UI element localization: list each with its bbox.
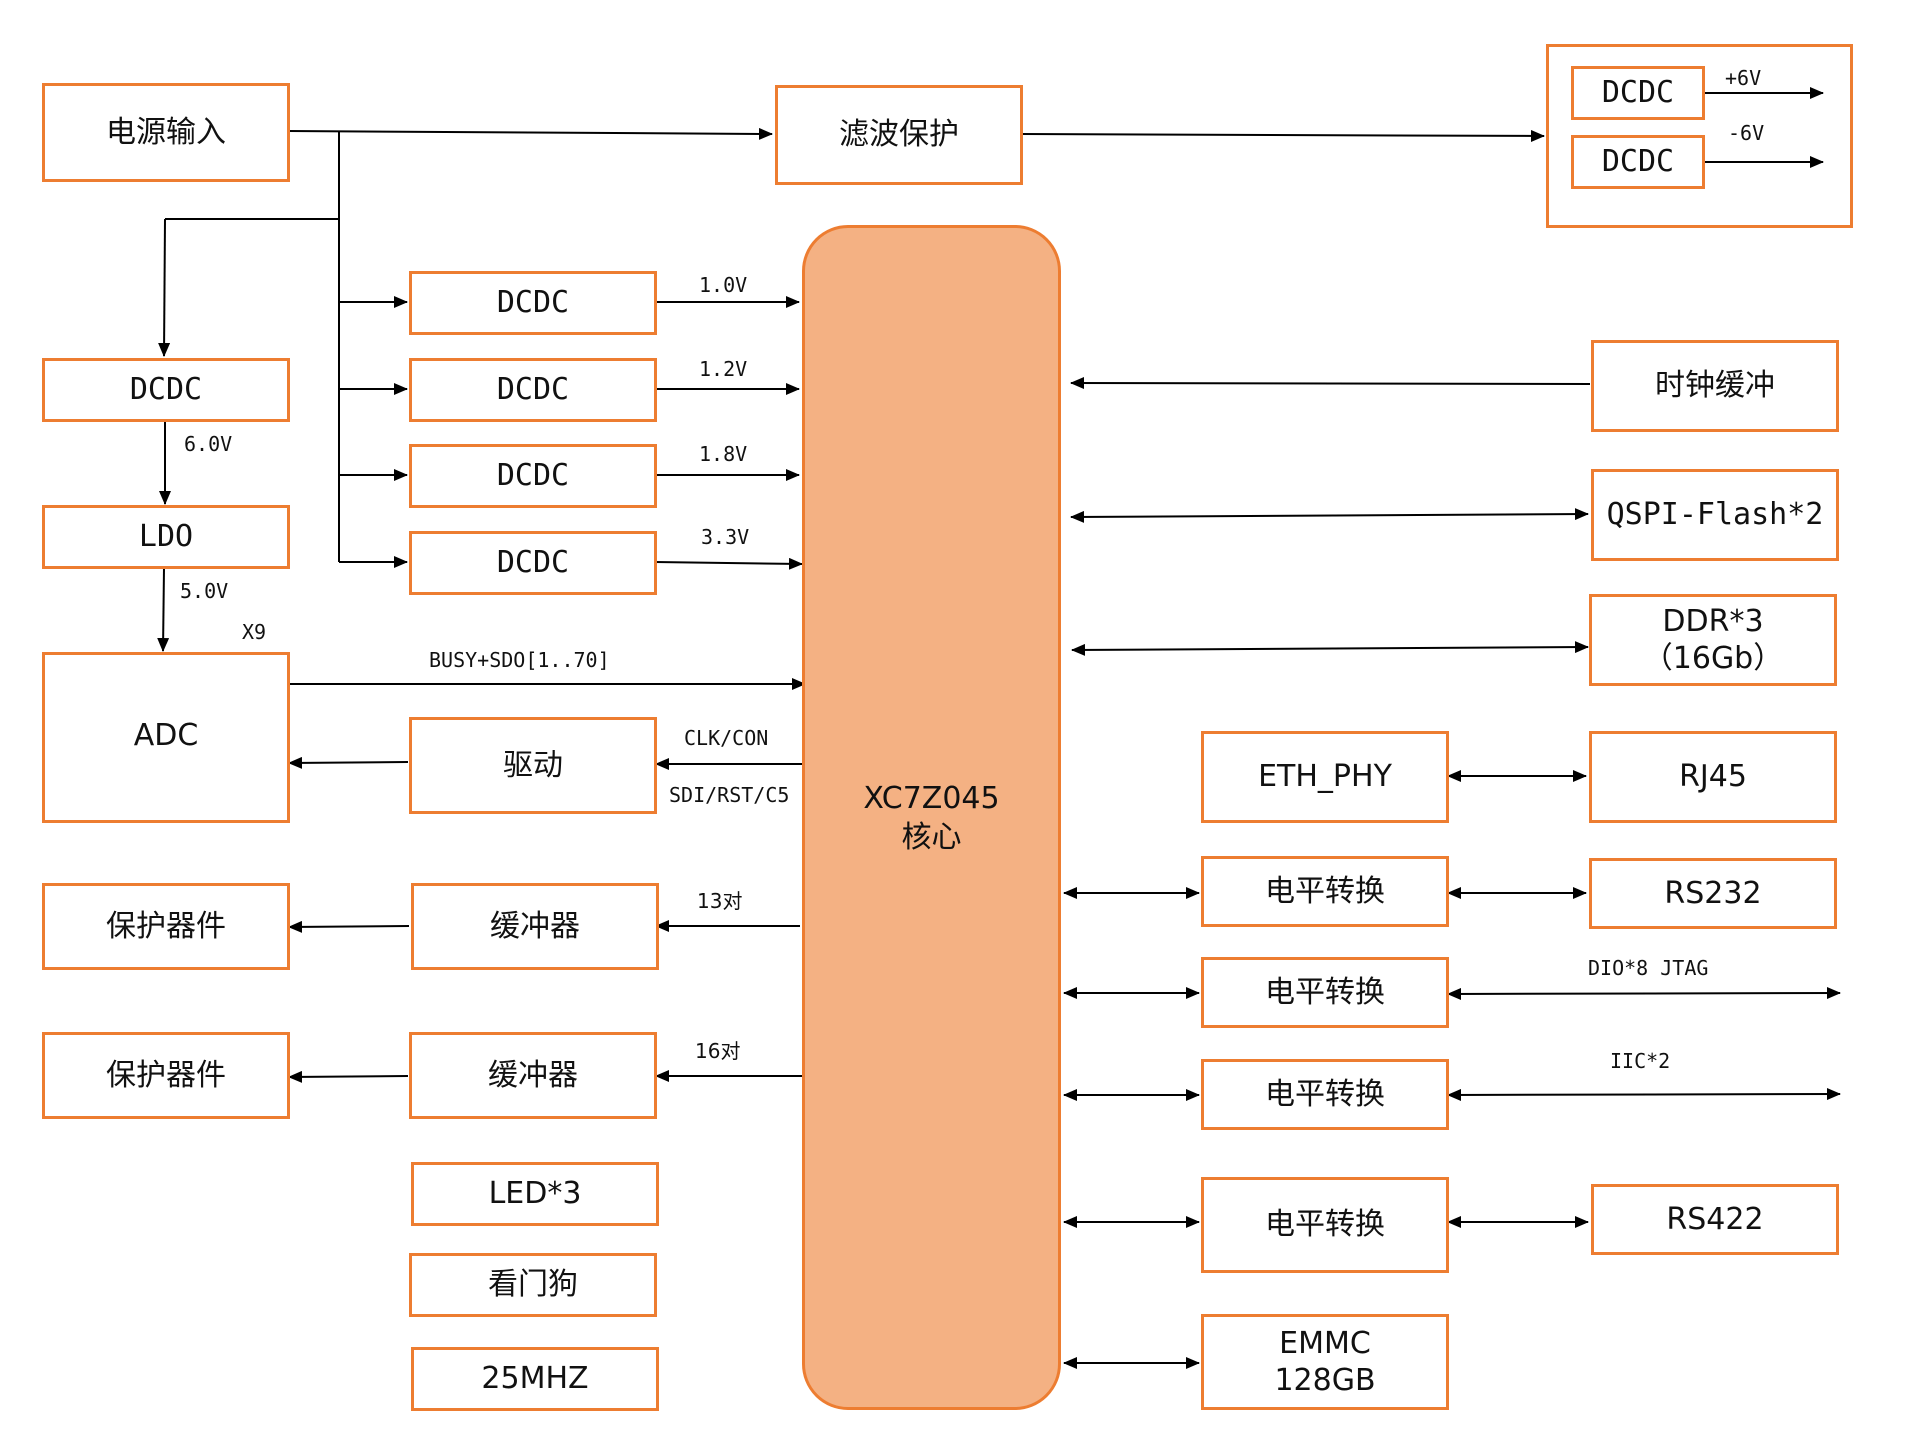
ddr-size-label: （16Gb） [1642, 641, 1784, 676]
ddr-count-label: DDR*3 [1662, 603, 1764, 639]
pos6v-label: +6V [1725, 66, 1762, 90]
rs422-block: RS422 [1591, 1184, 1839, 1255]
dcdc-neg6v-label: DCDC [1601, 144, 1675, 180]
dio-jtag-label: DIO*8 JTAG [1588, 956, 1709, 980]
wire-to-left-dcdc-v [158, 218, 171, 357]
watchdog-label: 看门狗 [488, 1267, 578, 1303]
protect-device-label-1: 保护器件 [106, 908, 226, 944]
wire-ldo-to-adc [157, 567, 170, 652]
dcdc-1v2-block: DCDC [409, 358, 657, 422]
ldo-label: LDO [138, 519, 194, 555]
buffer-16-block: 缓冲器 [409, 1032, 657, 1119]
busy-sdo-label: BUSY+SDO[1..70] [429, 648, 610, 672]
dcdc-1v8-block: DCDC [409, 444, 657, 508]
level-shifter-label-1: 电平转换 [1265, 873, 1385, 909]
level-shifter-block-2: 电平转换 [1201, 957, 1449, 1028]
wire-clock-to-core [1070, 377, 1591, 390]
adc-count-label: X9 [242, 620, 267, 644]
iic-label: IIC*2 [1610, 1049, 1671, 1073]
dcdc-left-block: DCDC [42, 358, 290, 422]
dcdc-pos6v-block: DCDC [1571, 66, 1705, 120]
dcdc-pos6v-label: DCDC [1601, 75, 1675, 111]
rs232-label: RS232 [1664, 875, 1762, 911]
power-input-block: 电源输入 [42, 83, 290, 182]
protect-device-label-2: 保护器件 [106, 1057, 226, 1093]
emmc-type-label: EMMC [1279, 1325, 1371, 1361]
wire-level-3-iic [1447, 1088, 1841, 1101]
pairs-16-label: 16对 [695, 1039, 741, 1063]
core-role-label: 核心 [901, 819, 962, 855]
rj45-block: RJ45 [1589, 731, 1837, 823]
wire-filter-to-dcdc-frame [1020, 129, 1545, 142]
dcdc-1v8-label: DCDC [496, 458, 570, 494]
filter-protect-label: 滤波保护 [839, 117, 959, 153]
dcdc-1v2-label: DCDC [496, 372, 570, 408]
dcdc-3v3-block: DCDC [409, 531, 657, 595]
level-shifter-label-4: 电平转换 [1265, 1207, 1385, 1243]
qspi-flash-block: QSPI-Flash*2 [1591, 469, 1839, 561]
dcdc-left-label: DCDC [129, 372, 203, 408]
oscillator-label: 25MHZ [481, 1361, 589, 1397]
driver-label: 驱动 [503, 747, 563, 783]
level-shifter-block-1: 电平转换 [1201, 856, 1449, 927]
wire-ddr-core [1071, 641, 1589, 656]
voltage-1v0-label: 1.0V [699, 273, 748, 297]
wire-driver-to-adc [288, 756, 409, 769]
adc-label: ADC [133, 718, 199, 753]
rs232-block: RS232 [1589, 858, 1837, 929]
dcdc-group-frame [1546, 44, 1853, 228]
rs422-label: RS422 [1666, 1201, 1764, 1237]
neg6v-label: -6V [1728, 121, 1765, 145]
voltage-5v0-label: 5.0V [180, 579, 229, 603]
voltage-1v2-label: 1.2V [699, 357, 748, 381]
led-label: LED*3 [488, 1176, 582, 1212]
emmc-block: EMMC 128GB [1201, 1314, 1449, 1410]
sdi-rst-label: SDI/RST/C5 [669, 783, 790, 807]
oscillator-block: 25MHZ [411, 1347, 659, 1411]
voltage-1v8-label: 1.8V [699, 442, 748, 466]
wire-power-to-filter [287, 127, 773, 140]
wire-3v3-to-core [654, 557, 803, 570]
filter-protect-block: 滤波保护 [775, 85, 1023, 185]
rj45-label: RJ45 [1679, 759, 1747, 795]
clock-buffer-label: 时钟缓冲 [1655, 368, 1775, 404]
dcdc-1v0-block: DCDC [409, 271, 657, 335]
core-model-label: XC7Z045 [863, 780, 1000, 816]
buffer-16-label: 缓冲器 [488, 1057, 578, 1093]
protect-device-block-1: 保护器件 [42, 883, 290, 970]
voltage-3v3-label: 3.3V [701, 525, 750, 549]
clk-con-label: CLK/CON [684, 726, 769, 750]
wire-buffer-13-to-protect [288, 920, 410, 933]
clock-buffer-block: 时钟缓冲 [1591, 340, 1839, 432]
level-shifter-label-3: 电平转换 [1265, 1076, 1385, 1112]
watchdog-block: 看门狗 [409, 1253, 657, 1317]
qspi-flash-label: QSPI-Flash*2 [1606, 497, 1824, 533]
protect-device-block-2: 保护器件 [42, 1032, 290, 1119]
eth-phy-label: ETH_PHY [1258, 759, 1392, 795]
ldo-block: LDO [42, 505, 290, 569]
xc7z045-core: XC7Z045 核心 [802, 225, 1061, 1410]
level-shifter-block-3: 电平转换 [1201, 1059, 1449, 1130]
eth-phy-block: ETH_PHY [1201, 731, 1449, 823]
driver-block: 驱动 [409, 717, 657, 814]
dcdc-neg6v-block: DCDC [1571, 135, 1705, 189]
pairs-13-label: 13对 [697, 889, 743, 913]
dcdc-3v3-label: DCDC [496, 545, 570, 581]
wire-qspi-core [1070, 508, 1589, 523]
buffer-13-label: 缓冲器 [490, 908, 580, 944]
voltage-6v0-label: 6.0V [184, 432, 233, 456]
power-input-label: 电源输入 [106, 114, 226, 150]
wire-buffer-16-to-protect [288, 1070, 409, 1083]
led-block: LED*3 [411, 1162, 659, 1226]
wire-level-2-dio [1447, 987, 1841, 1000]
ddr-block: DDR*3 （16Gb） [1589, 594, 1837, 686]
emmc-size-label: 128GB [1274, 1363, 1376, 1398]
level-shifter-label-2: 电平转换 [1265, 974, 1385, 1010]
adc-block: ADC [42, 652, 290, 823]
buffer-13-block: 缓冲器 [411, 883, 659, 970]
dcdc-1v0-label: DCDC [496, 285, 570, 321]
level-shifter-block-4: 电平转换 [1201, 1177, 1449, 1273]
